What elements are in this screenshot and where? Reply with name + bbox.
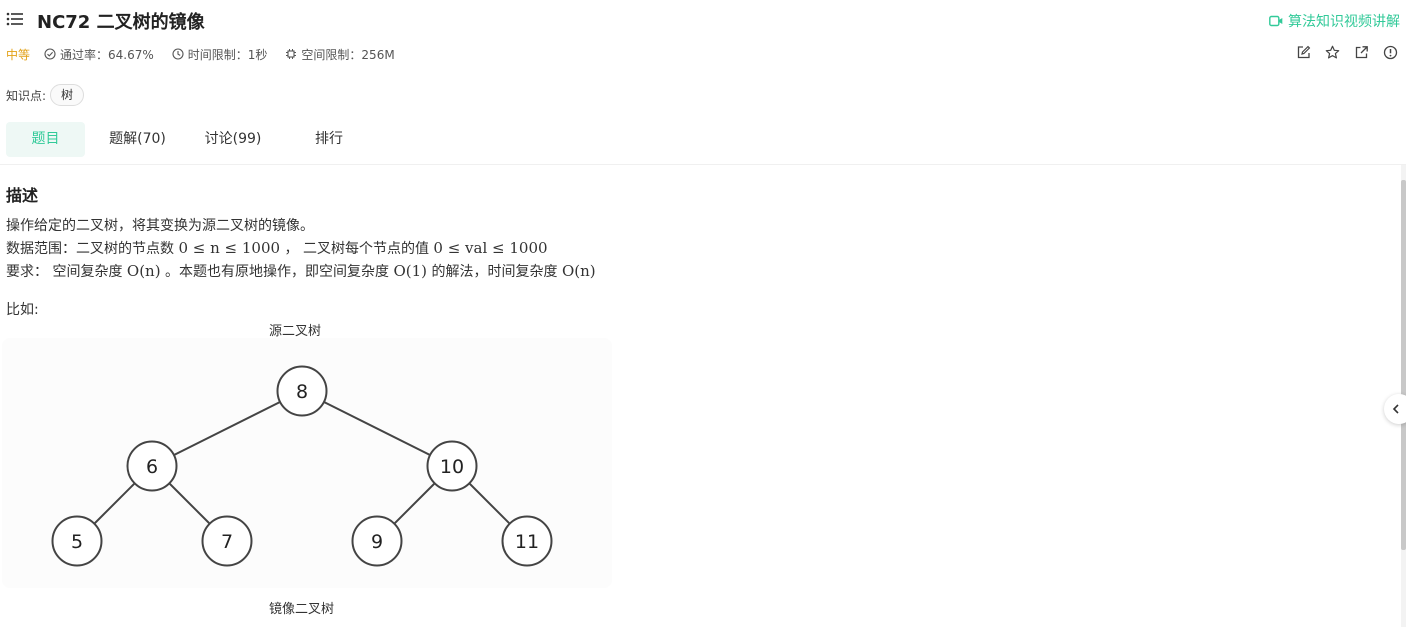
space-limit-text: 空间限制：256M <box>301 47 395 62</box>
pass-rate-text: 通过率：64.67% <box>60 47 154 62</box>
math-formula: 0 ≤ val ≤ 1000 <box>433 239 548 257</box>
scrollbar-thumb[interactable] <box>1401 180 1406 550</box>
tree-node <box>51 515 103 567</box>
description-text: 。本题也有原地操作，即空间复杂度 <box>165 264 390 280</box>
clock-icon <box>172 48 184 60</box>
tree-edge <box>301 390 453 467</box>
description-title: 描述 <box>6 186 39 205</box>
video-link-label: 算法知识视频讲解 <box>1288 14 1400 30</box>
star-icon[interactable] <box>1325 45 1340 60</box>
math-formula: 0 ≤ n ≤ 1000 <box>178 239 281 257</box>
tree-node-label: 9 <box>371 531 383 553</box>
tree-node <box>126 440 178 492</box>
time-limit: 时间限制：1秒 <box>172 46 268 63</box>
tree-edge <box>151 390 303 467</box>
video-explanation-link[interactable]: 算法知识视频讲解 <box>1269 11 1400 31</box>
problem-description: 描述 操作给定的二叉树，将其变换为源二叉树的镜像。 数据范围：二叉树的节点数 0… <box>6 182 1386 283</box>
tree-node-label: 6 <box>146 456 158 478</box>
problem-header: NC72 二叉树的镜像 算法知识视频讲解 <box>0 0 1406 40</box>
problem-meta: 中等 通过率：64.67% 时间限制：1秒 空间限制：256M <box>6 45 413 63</box>
mirror-tree-caption: 镜像二叉树 <box>269 602 335 617</box>
tree-node <box>426 440 478 492</box>
description-text: ， 二叉树每个节点的值 <box>284 241 429 257</box>
tab-ranking[interactable]: 排行 <box>315 131 343 147</box>
edit-icon[interactable] <box>1296 45 1311 60</box>
knowledge-points: 知识点: 树 <box>6 84 85 106</box>
tab-solutions[interactable]: 题解(70) <box>109 131 166 147</box>
page-title: NC72 二叉树的镜像 <box>37 12 205 33</box>
tree-node-label: 11 <box>515 531 539 553</box>
tab-problem[interactable]: 题目 <box>6 122 85 157</box>
video-icon <box>1269 15 1283 27</box>
tree-node <box>276 365 328 417</box>
knowledge-tag[interactable]: 树 <box>50 84 85 106</box>
math-formula: O(n) <box>561 262 596 280</box>
tree-node <box>351 515 403 567</box>
description-line: 操作给定的二叉树，将其变换为源二叉树的镜像。 <box>6 215 1386 237</box>
math-formula: O(1) <box>393 262 428 280</box>
alert-icon[interactable] <box>1383 45 1398 60</box>
description-body: 操作给定的二叉树，将其变换为源二叉树的镜像。 数据范围：二叉树的节点数 0 ≤ … <box>6 215 1386 283</box>
check-circle-icon <box>44 48 56 60</box>
tree-node-label: 8 <box>296 381 308 403</box>
tree-node-label: 10 <box>440 456 464 478</box>
description-line: 数据范围：二叉树的节点数 0 ≤ n ≤ 1000 ， 二叉树每个节点的值 0 … <box>6 237 1386 260</box>
tab-divider <box>0 164 1406 165</box>
menu-icon[interactable] <box>6 10 24 28</box>
knowledge-label: 知识点: <box>6 88 47 103</box>
description-text: 操作给定的二叉树，将其变换为源二叉树的镜像。 <box>6 218 314 234</box>
example-label: 比如: <box>6 302 39 318</box>
math-formula: O(n) <box>126 262 161 280</box>
collapse-panel-button[interactable] <box>1384 394 1406 424</box>
source-tree-caption: 源二叉树 <box>269 324 322 339</box>
time-limit-text: 时间限制：1秒 <box>187 47 268 62</box>
chip-icon <box>286 49 297 59</box>
tab-discussion[interactable]: 讨论(99) <box>204 131 262 147</box>
tree-node <box>501 515 553 567</box>
tree-node-label: 7 <box>221 531 233 553</box>
space-limit: 空间限制：256M <box>285 46 395 63</box>
share-icon[interactable] <box>1354 45 1369 60</box>
tree-node-label: 5 <box>71 531 83 553</box>
problem-tabs: 题目 题解(70) 讨论(99) 排行 <box>6 122 382 157</box>
binary-tree-diagram: 8 6 10 5 7 9 11 <box>2 338 612 588</box>
chevron-left-icon <box>1392 404 1399 414</box>
pass-rate: 通过率：64.67% <box>44 46 154 63</box>
tree-node <box>201 515 253 567</box>
description-text: 数据范围：二叉树的节点数 <box>6 241 174 257</box>
difficulty-badge: 中等 <box>6 47 31 62</box>
description-text: 要求： 空间复杂度 <box>6 264 123 280</box>
description-line: 要求： 空间复杂度 O(n) 。本题也有原地操作，即空间复杂度 O(1) 的解法… <box>6 260 1386 283</box>
description-text: 的解法，时间复杂度 <box>431 264 558 280</box>
problem-tools <box>1296 45 1398 60</box>
